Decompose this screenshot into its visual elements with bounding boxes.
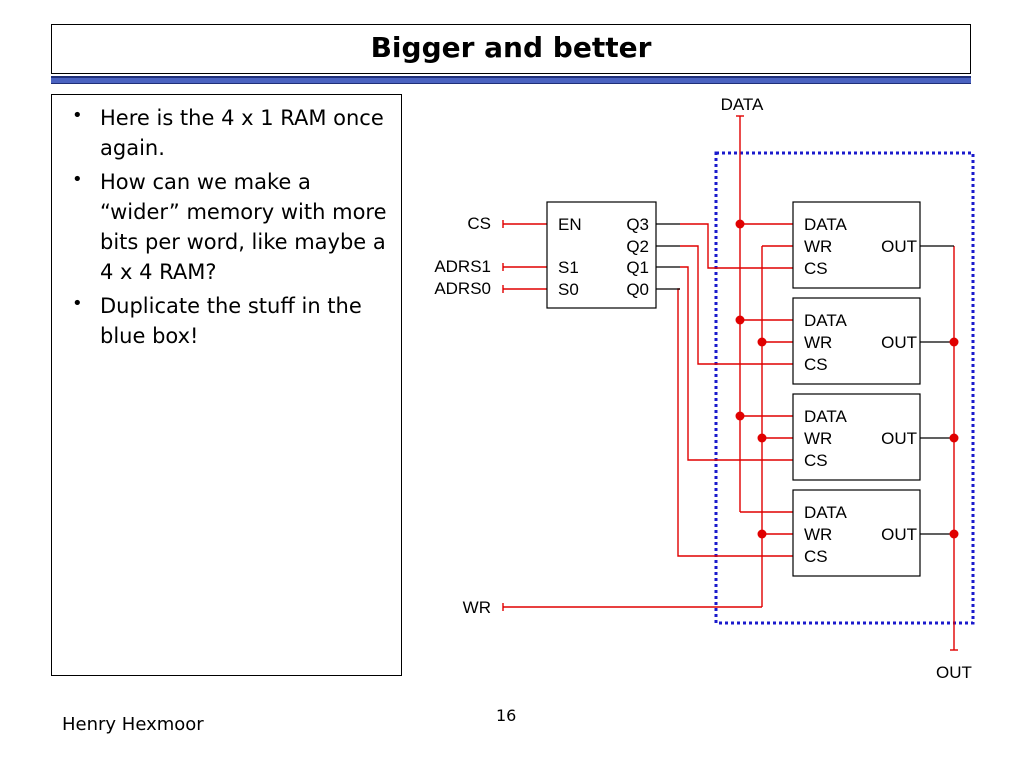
ram-wr-label: WR [804, 333, 832, 352]
ram-wr-label: WR [804, 429, 832, 448]
terminal-ticks [502, 115, 958, 651]
wr-input-label: WR [463, 598, 491, 617]
ram-cell-block [792, 489, 921, 577]
bullet-item: • Duplicate the stuff in the blue box! [62, 291, 392, 351]
junction-dot [735, 315, 745, 325]
decoder-s0-label: S0 [558, 280, 579, 299]
bullet-list: • Here is the 4 x 1 RAM once again. • Ho… [62, 103, 392, 355]
ram-out-label: OUT [881, 429, 917, 448]
wires [503, 116, 955, 650]
ram-data-label: DATA [804, 407, 847, 426]
adrs0-input-label: ADRS0 [434, 279, 491, 298]
bullet-text: Here is the 4 x 1 RAM once again. [100, 106, 384, 160]
junction-dots [735, 219, 959, 539]
slide-title: Bigger and better [370, 31, 652, 64]
adrs1-input-label: ADRS1 [434, 257, 491, 276]
bullet-icon: • [72, 169, 83, 190]
ram-cs-label: CS [804, 451, 828, 470]
bullet-item: • Here is the 4 x 1 RAM once again. [62, 103, 392, 163]
decoder-q2-label: Q2 [626, 237, 649, 256]
duplicate-region-box [714, 151, 975, 625]
junction-dot [757, 529, 767, 539]
q3-wire [680, 223, 793, 269]
bullet-text-box: • Here is the 4 x 1 RAM once again. • Ho… [51, 94, 402, 676]
junction-dot [949, 529, 959, 539]
footer-author: Henry Hexmoor [62, 714, 204, 735]
decoder-q0-label: Q0 [626, 280, 649, 299]
ram-wr-label: WR [804, 237, 832, 256]
decoder-block [546, 201, 657, 309]
bullet-text: Duplicate the stuff in the blue box! [100, 294, 362, 348]
ram-cell-block [792, 393, 921, 481]
component-leads [656, 223, 954, 535]
decoder-q3-label: Q3 [626, 215, 649, 234]
ram-data-label: DATA [804, 215, 847, 234]
ram-wr-label: WR [804, 525, 832, 544]
junction-dot [735, 411, 745, 421]
ram-cs-label: CS [804, 355, 828, 374]
junction-dot [949, 337, 959, 347]
page-number: 16 [496, 706, 517, 725]
ram-cs-label: CS [804, 259, 828, 278]
bullet-text: How can we make a “wider” memory with mo… [100, 170, 387, 284]
bullet-icon: • [72, 293, 83, 314]
ram-data-label: DATA [804, 503, 847, 522]
junction-dot [735, 219, 745, 229]
q0-wire [677, 288, 793, 557]
bullet-item: • How can we make a “wider” memory with … [62, 167, 392, 287]
title-box: Bigger and better [51, 24, 971, 74]
ram-cell-block [792, 201, 921, 289]
ram-out-label: OUT [881, 525, 917, 544]
ram-cell-block [792, 297, 921, 385]
title-underline [51, 76, 971, 84]
junction-dot [949, 433, 959, 443]
junction-dot [757, 337, 767, 347]
out-output-label: OUT [936, 663, 972, 682]
ram-data-label: DATA [804, 311, 847, 330]
decoder-q1-label: Q1 [626, 258, 649, 277]
cs-input-label: CS [467, 214, 491, 233]
junction-dot [757, 433, 767, 443]
ram-out-label: OUT [881, 333, 917, 352]
ram-cs-label: CS [804, 547, 828, 566]
decoder-s1-label: S1 [558, 258, 579, 277]
q1-wire [680, 266, 793, 461]
decoder-en-label: EN [558, 215, 582, 234]
data-input-label: DATA [721, 95, 764, 114]
bullet-icon: • [72, 105, 83, 126]
ram-out-label: OUT [881, 237, 917, 256]
q2-wire [680, 245, 793, 365]
